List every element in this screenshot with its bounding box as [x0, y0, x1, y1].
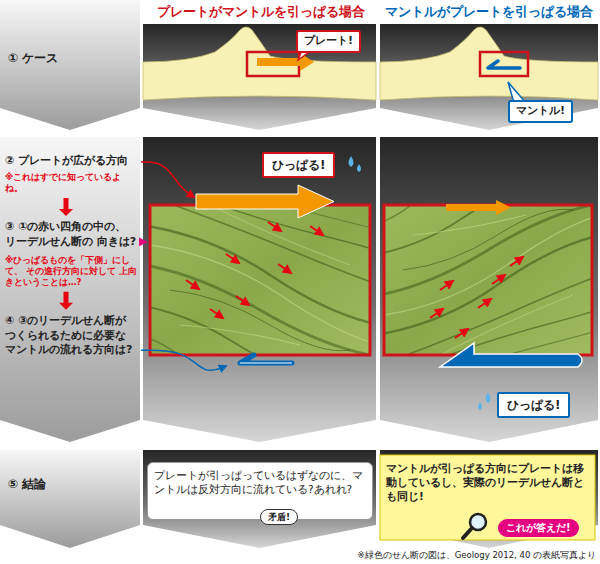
callout-box: マントル!	[508, 100, 573, 123]
shear-photo	[384, 205, 592, 355]
magnifier-icon	[463, 528, 472, 538]
sweat-drop	[478, 402, 482, 410]
photo-frame	[384, 205, 592, 355]
mantle-shape	[143, 27, 376, 100]
node-text: ※これはすでに知っているよね。	[5, 172, 138, 194]
node-text: マントルが引っぱる方向にプレートは移動しているし、実際のリーデルせん断とも同じ!	[386, 461, 589, 504]
node-text: ① ケース	[8, 50, 136, 66]
callout-box: ひっぱる!	[497, 392, 570, 418]
leader-line	[141, 350, 226, 370]
node-text: プレート!	[304, 34, 353, 49]
callout-box: ひっぱる!	[262, 152, 335, 178]
node-text: プレートが引っぱっているはずなのに、マントルは反対方向に流れている?あれれ?	[154, 468, 366, 496]
node-text: マントル!	[516, 104, 565, 119]
node-text: ※ひっぱるものを「下側」にして、 その進行方向に対して 上向きということは…?	[5, 255, 138, 288]
answer-box: マントルが引っぱる方向にプレートは移動しているし、実際のリーデルせん断とも同じ!…	[380, 455, 595, 540]
sweat-drop	[357, 164, 361, 172]
answer-badge: これが答えだ!	[498, 519, 579, 537]
riedel-arrows	[186, 222, 523, 338]
node-text: ③ ①の赤い四角の中の、 リーデルせん断の 向きは?	[5, 220, 138, 250]
step-band: ② プレートが広がる方向 ※これはすでに知っているよね。 ③ ①の赤い四角の中の、 …	[5, 154, 138, 358]
node-text: これが答えだ!	[506, 521, 571, 535]
node-text: ② プレートが広がる方向	[5, 154, 138, 169]
callout-box: プレート!	[296, 30, 361, 53]
step-band: ⑤ 結論	[8, 476, 136, 492]
sweat-drop	[349, 156, 354, 167]
leader-line	[141, 162, 194, 197]
answer-box	[380, 455, 595, 540]
plate-arrow	[446, 200, 511, 215]
mantle-shape	[380, 27, 598, 100]
row-panel	[143, 450, 376, 548]
source-note: ※緑色のせん断の図は、Geology 2012, 40 の表紙写真より	[296, 550, 596, 561]
node-text: ひっぱる!	[507, 397, 560, 413]
conclusion-box: プレートが引っぱっているはずなのに、マントルは反対方向に流れている?あれれ? 矛盾…	[147, 462, 373, 520]
row-panel	[143, 24, 376, 130]
row-panel	[0, 450, 140, 548]
photo-frame	[150, 205, 370, 355]
mantle-arrow-inner	[240, 362, 292, 363]
node-text: ひっぱる!	[272, 157, 325, 173]
row-panel	[380, 450, 598, 548]
plate-arrow	[257, 53, 314, 71]
mantle-arrow	[240, 355, 292, 363]
speech-bubble: 矛盾!	[260, 509, 298, 525]
shear-photo	[150, 205, 370, 355]
node-text: ④ ③のリーデルせん断が つくられるために必要な マントルの流れる方向は?	[5, 314, 138, 359]
step-band: ① ケース	[8, 50, 136, 66]
focus-rect	[480, 52, 528, 76]
step-arrow	[59, 292, 73, 310]
mantle-arrow	[488, 61, 520, 68]
column-header: マントルがプレートを引っぱる場合	[380, 4, 598, 21]
plate-arrow	[196, 185, 334, 218]
mantle-arrow	[440, 343, 582, 367]
column-header: プレートがマントルを引っぱる場合	[146, 4, 376, 21]
node-text: 矛盾!	[268, 511, 290, 523]
row-panel	[0, 137, 140, 442]
node-text: ⑤ 結論	[8, 476, 136, 492]
sweat-drop	[486, 392, 491, 403]
step-arrow	[59, 198, 73, 216]
leader-line	[141, 241, 146, 243]
row-panel	[380, 24, 598, 130]
row-panel	[0, 0, 140, 130]
